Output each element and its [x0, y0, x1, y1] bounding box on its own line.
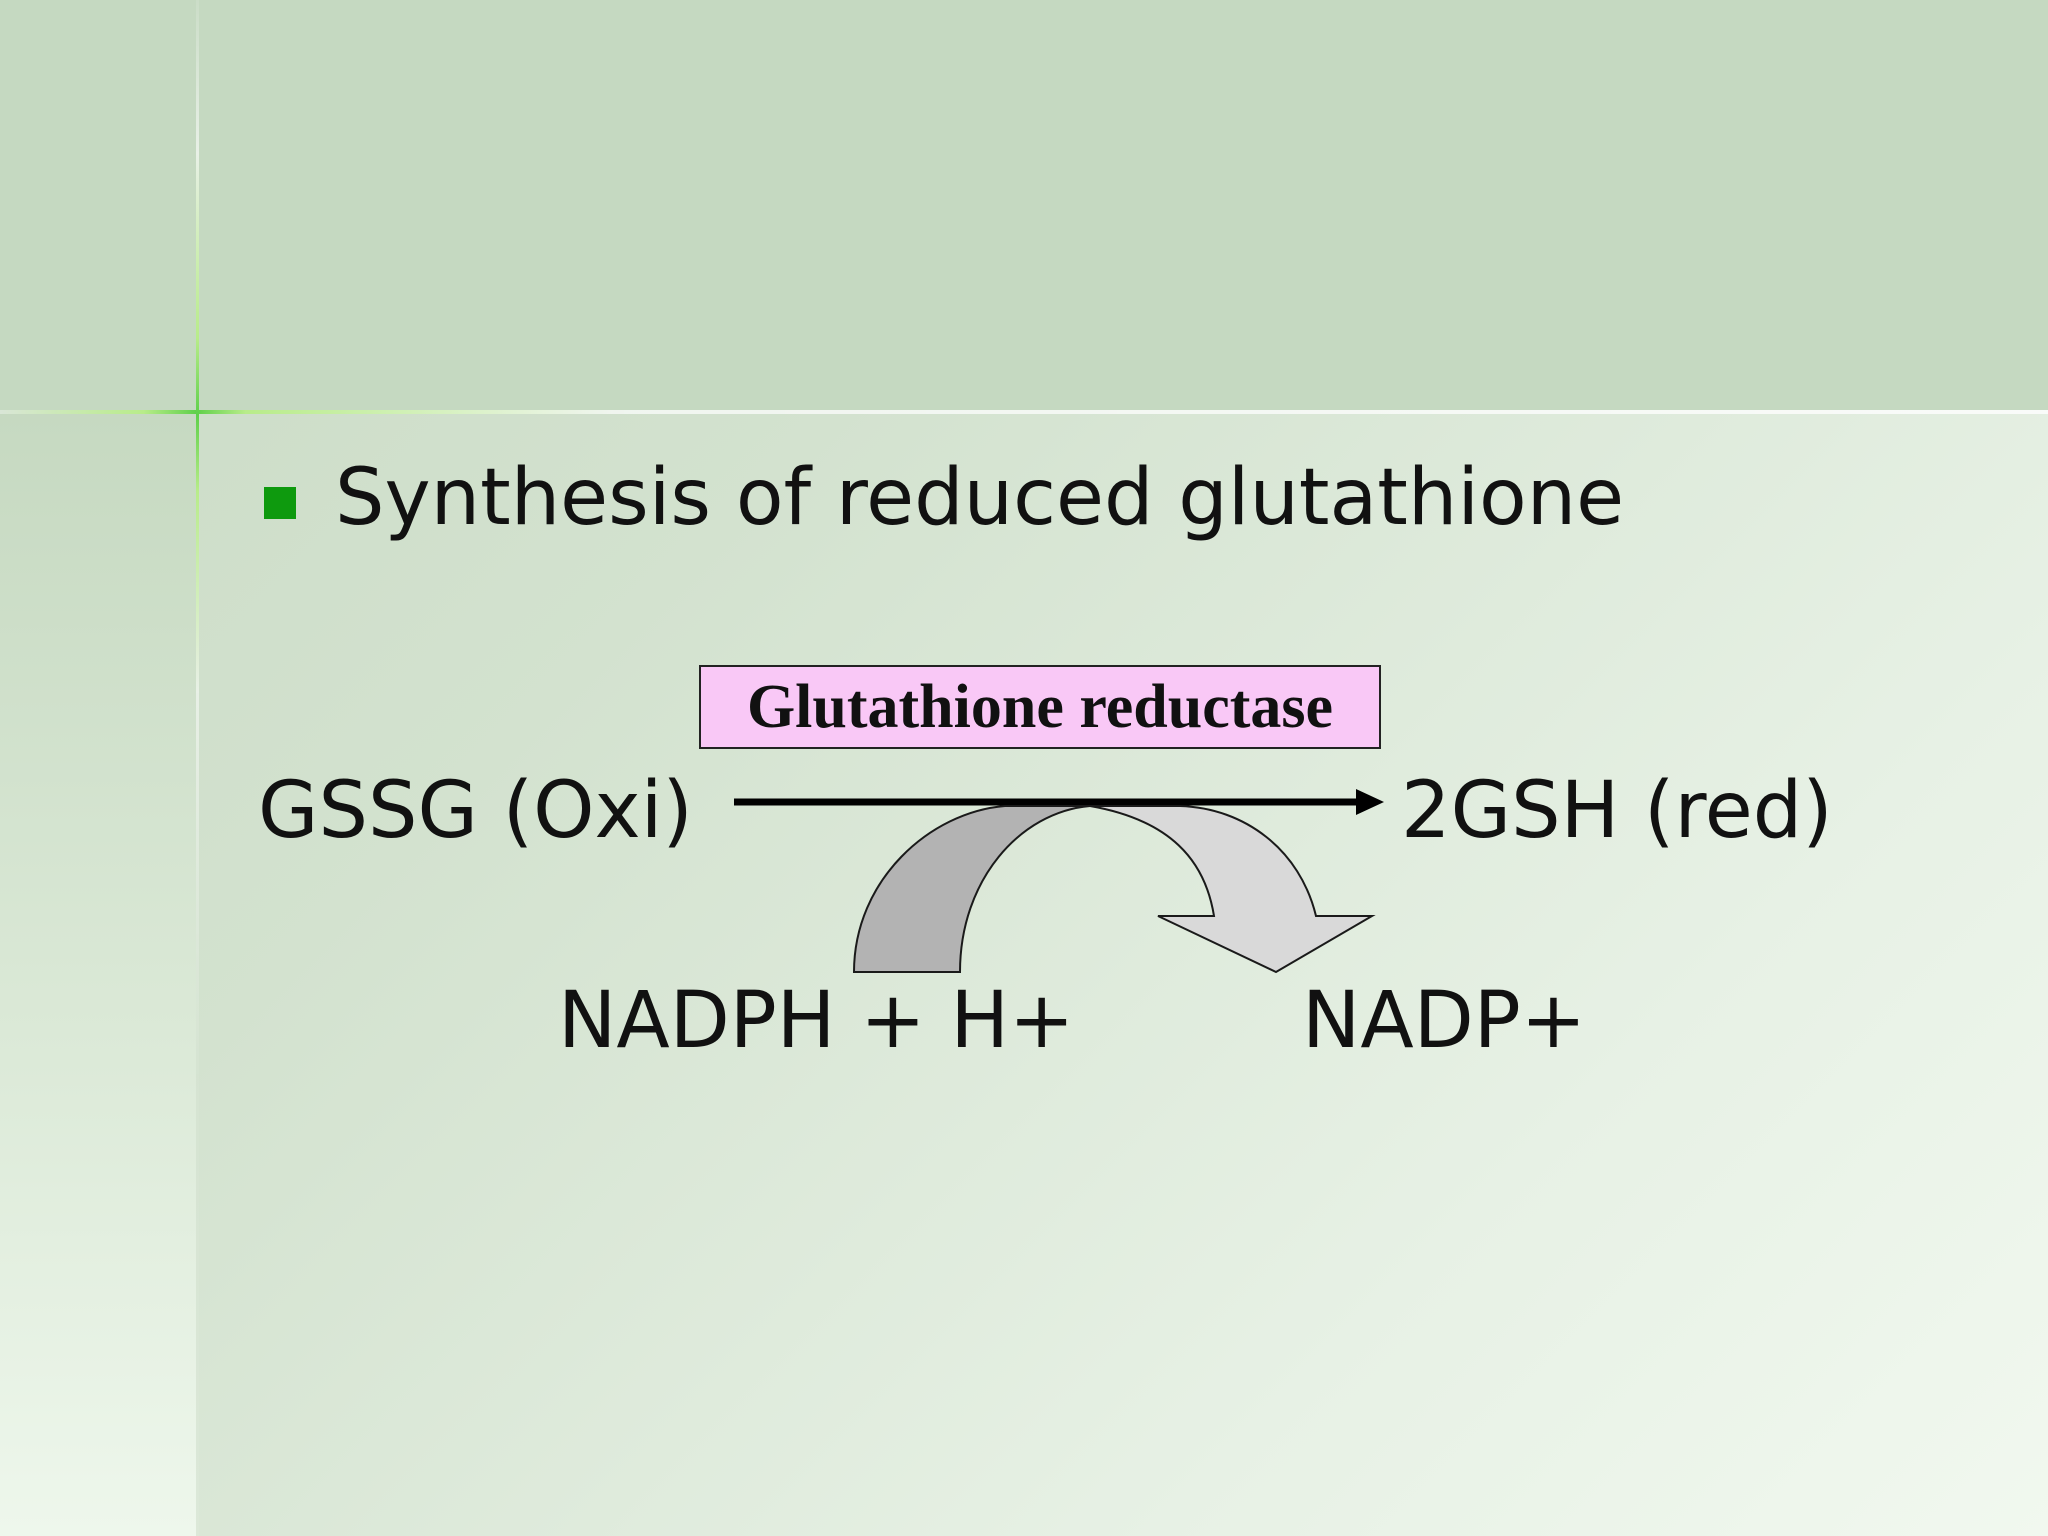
product-label: 2GSH (red) — [1401, 766, 1833, 856]
cofactor-in-label: NADPH + H+ — [558, 976, 1075, 1066]
cofactor-out-label: NADP+ — [1302, 976, 1587, 1066]
substrate-label: GSSG (Oxi) — [258, 766, 693, 856]
decorative-horizontal-line — [0, 410, 2048, 414]
enzyme-label-box: Glutathione reductase — [699, 665, 1381, 749]
slide-left-band — [0, 414, 196, 1536]
enzyme-name: Glutathione reductase — [746, 672, 1334, 741]
curved-arrow-from-nadph — [852, 805, 1091, 973]
bullet-square-icon — [264, 487, 296, 519]
reaction-arrow-head — [1356, 789, 1384, 815]
bullet-text: Synthesis of reduced glutathione — [335, 453, 1625, 543]
slide-header-band — [0, 0, 2048, 414]
decorative-vertical-line — [196, 0, 199, 1536]
curved-arrow-to-nadp — [1089, 805, 1376, 974]
